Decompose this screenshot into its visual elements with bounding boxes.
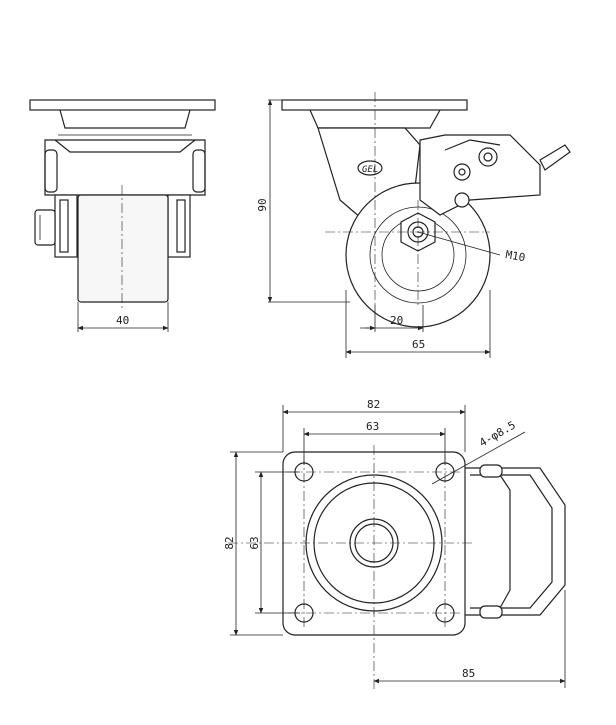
dim-hole-spec: 4-φ8.5 xyxy=(477,418,518,449)
front-fork-leg-right xyxy=(167,194,191,258)
dim-plate-width-top: 82 xyxy=(367,398,380,411)
dim-offset: 20 xyxy=(390,314,403,327)
front-lock-knob xyxy=(34,209,56,246)
front-fork-leg-left xyxy=(54,194,78,258)
dim-height: 90 xyxy=(256,198,269,211)
leader-m10 xyxy=(417,231,501,256)
front-wheel xyxy=(77,194,169,303)
dim-plate-height-left: 82 xyxy=(223,536,236,549)
side-view: GEL M10 90 20 65 xyxy=(256,92,571,358)
dim-overall-length: 85 xyxy=(462,667,475,680)
dim-wheel-diameter: 65 xyxy=(412,338,425,351)
dim-hole-spacing-left: 63 xyxy=(248,536,261,549)
top-view: 82 63 4-φ8.5 82 63 85 xyxy=(223,398,566,690)
front-swivel-housing xyxy=(59,109,191,129)
front-fork xyxy=(44,139,206,196)
top-brake-outline xyxy=(459,467,566,616)
dim-hole-spacing-top: 63 xyxy=(366,420,379,433)
dim-wheel-width: 40 xyxy=(116,314,129,327)
front-view: 40 xyxy=(29,99,216,332)
leader-hole-spec xyxy=(431,431,526,485)
dim-bolt: M10 xyxy=(504,248,526,264)
brake-arm xyxy=(419,134,541,216)
side-top-plate xyxy=(281,99,468,111)
front-top-plate xyxy=(29,99,216,111)
gel-logo: GEL xyxy=(357,160,383,176)
svg-text:GEL: GEL xyxy=(362,165,378,175)
brake-pedal xyxy=(539,144,571,171)
